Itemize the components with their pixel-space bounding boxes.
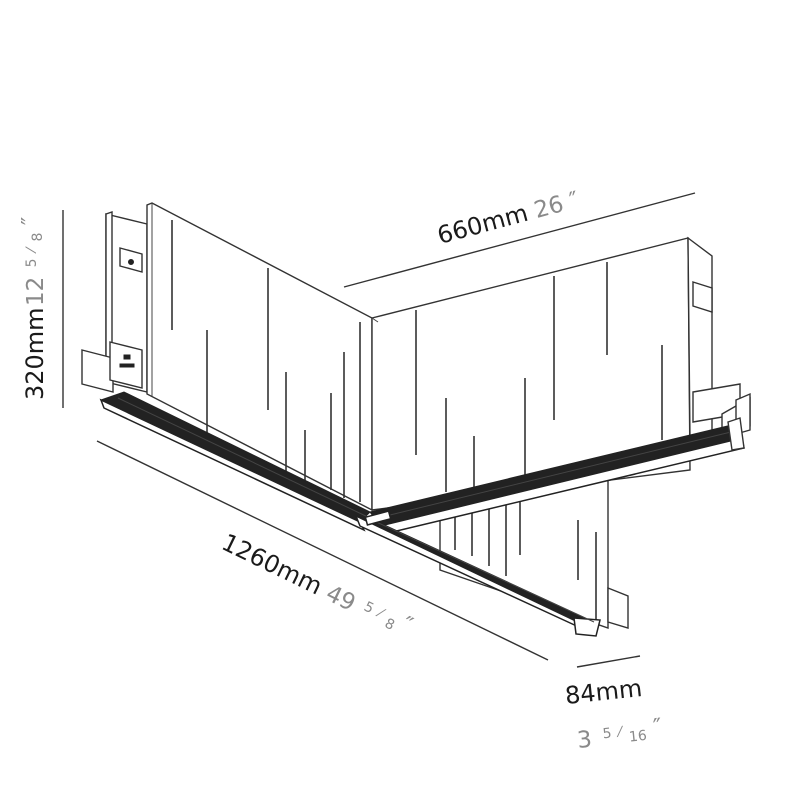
depth-dimension-label: 84mm xyxy=(564,674,644,710)
svg-text:3 5 ⁄ 16: 3 5 ⁄ 16 ″ xyxy=(575,712,664,754)
depth-inches-frac-den: 16 xyxy=(628,728,647,746)
height-inches-whole: 12 xyxy=(23,277,49,306)
svg-text:26 ″: 26 ″ xyxy=(531,187,582,224)
right-mounting-bracket xyxy=(687,236,751,444)
depth-inches-mark: ″ xyxy=(652,714,664,741)
svg-text:12 5 ⁄ 8: 12 5 ⁄ 8 ″ xyxy=(16,216,49,306)
depth-dimension-line xyxy=(576,655,641,668)
depth-inches-whole: 3 xyxy=(576,727,593,754)
length-inches-mark: ″ xyxy=(397,612,416,639)
left-panel xyxy=(146,202,373,512)
width-inches-mark: ″ xyxy=(567,187,582,214)
length-inches-frac-num: 5 xyxy=(361,599,376,617)
width-dimension-line xyxy=(343,192,696,288)
length-inches-frac-den: 8 xyxy=(382,616,397,634)
height-dimension-label: 320mm 12 5 ⁄ 8 ″ xyxy=(16,216,49,400)
width-mm: 660mm xyxy=(434,199,531,250)
height-mm: 320mm xyxy=(21,307,49,400)
left-trim-arm xyxy=(99,391,371,532)
height-inches-mark: ″ xyxy=(18,216,44,225)
center-joint xyxy=(364,510,392,526)
svg-text:49 5 ⁄ 8: 49 5 ⁄ 8 ″ xyxy=(322,574,418,643)
length-mm: 1260mm xyxy=(217,528,326,600)
depth-inches-frac-num: 5 xyxy=(602,725,613,742)
right-panel xyxy=(371,237,691,511)
depth-mm: 84mm xyxy=(564,674,644,710)
length-dimension-line xyxy=(96,440,549,661)
width-dimension-label: 660mm 26 ″ xyxy=(434,187,582,250)
width-inches-whole: 26 xyxy=(531,191,566,224)
height-inches-frac-den: 8 xyxy=(30,233,46,242)
depth-inch-label: 3 5 ⁄ 16 ″ xyxy=(575,712,664,754)
height-inches-frac-num: 5 xyxy=(24,258,40,267)
left-mounting-bracket xyxy=(81,211,148,393)
length-inches-whole: 49 xyxy=(322,581,360,617)
length-dimension-label: 1260mm 49 5 ⁄ 8 ″ xyxy=(217,528,418,643)
